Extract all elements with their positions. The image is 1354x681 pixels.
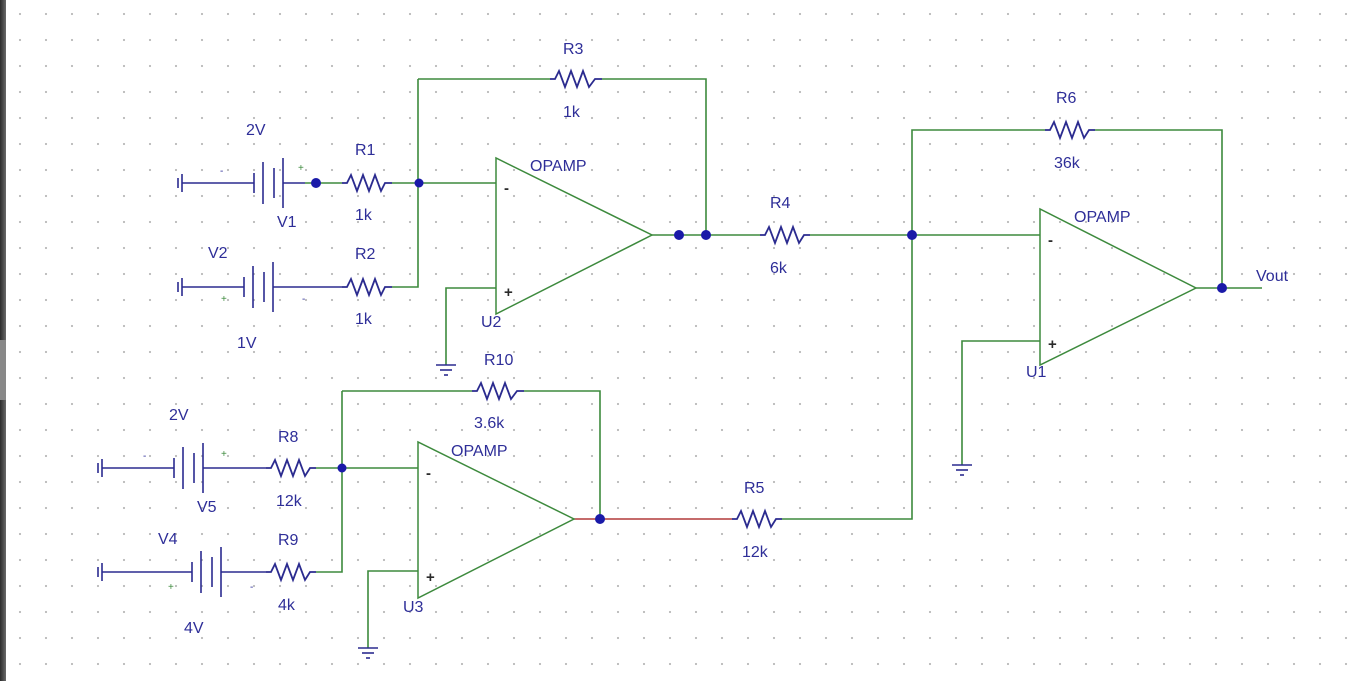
- opamp-u1-label: OPAMP: [1074, 209, 1131, 226]
- resistor-r4[interactable]: [760, 224, 810, 246]
- opamp-u3[interactable]: - + OPAMP U3: [403, 440, 576, 616]
- svg-text:-: -: [302, 294, 305, 305]
- svg-text:+: +: [298, 163, 304, 174]
- resistor-r5-value: 12k: [742, 544, 769, 561]
- resistor-r2-value: 1k: [355, 311, 373, 328]
- opamp-u1-plus-pin: +: [1048, 336, 1057, 353]
- source-v2-value: 1V: [237, 335, 257, 352]
- junction-u3-minus-node: [337, 463, 347, 473]
- output-label: Vout: [1256, 268, 1289, 285]
- wire-r6-feedback-right: [1095, 129, 1223, 288]
- ground-u3: [358, 647, 378, 659]
- wires: [305, 78, 1262, 648]
- junction-u1-minus-node: [907, 230, 917, 240]
- resistor-r10[interactable]: [472, 380, 524, 402]
- ground-u1: [952, 464, 972, 476]
- opamp-u1-ref: U1: [1026, 364, 1047, 381]
- svg-text:-: -: [220, 166, 223, 177]
- svg-text:-: -: [250, 582, 253, 593]
- resistor-r6[interactable]: [1045, 119, 1095, 141]
- opamp-u2[interactable]: - + OPAMP U2: [481, 156, 654, 331]
- wire-r3-feedback-right: [602, 78, 707, 235]
- opamp-u3-label: OPAMP: [451, 443, 508, 460]
- resistor-r4-ref: R4: [770, 195, 791, 212]
- svg-text:+: +: [221, 294, 227, 305]
- resistor-r1-ref: R1: [355, 142, 376, 159]
- wire-u1-plus-ground: [961, 340, 1040, 465]
- resistor-r5[interactable]: [732, 508, 782, 530]
- resistor-r10-ref: R10: [484, 352, 513, 369]
- junction-u2-minus-node: [414, 178, 424, 188]
- resistor-r10-value: 3.6k: [474, 415, 505, 432]
- source-v4-value: 4V: [184, 620, 204, 637]
- junction-v1-out: [311, 178, 321, 188]
- source-v4-ref: V4: [158, 531, 178, 548]
- source-v1-value: 2V: [246, 122, 266, 139]
- resistor-r4-value: 6k: [770, 260, 788, 277]
- source-v5-ref: V5: [197, 499, 217, 516]
- window-left-edge: [0, 0, 6, 681]
- resistor-r2[interactable]: [342, 276, 392, 298]
- resistor-r3[interactable]: [550, 68, 602, 90]
- source-v5-value: 2V: [169, 407, 189, 424]
- opamp-u2-label: OPAMP: [530, 158, 587, 175]
- wire-r5-node: [782, 235, 913, 520]
- opamp-u1[interactable]: - + OPAMP U1: [1026, 207, 1198, 381]
- svg-text:+: +: [221, 449, 227, 460]
- source-v4[interactable]: + -: [97, 547, 266, 597]
- source-v5[interactable]: - +: [97, 443, 266, 493]
- svg-text:-: -: [143, 451, 146, 462]
- resistor-r8-ref: R8: [278, 429, 299, 446]
- svg-text:+: +: [168, 582, 174, 593]
- opamp-u3-plus-pin: +: [426, 569, 435, 586]
- opamp-u2-minus-pin: -: [504, 180, 509, 197]
- resistor-r9[interactable]: [266, 561, 316, 583]
- opamp-u3-ref: U3: [403, 599, 424, 616]
- opamp-u1-minus-pin: -: [1048, 232, 1053, 249]
- resistor-r5-ref: R5: [744, 480, 765, 497]
- junction-u3-out: [595, 514, 605, 524]
- source-v1[interactable]: - +: [177, 158, 305, 208]
- resistor-r2-ref: R2: [355, 246, 376, 263]
- wire-r10-feedback-right: [524, 390, 601, 519]
- wire-r6-feedback-left: [911, 129, 1045, 235]
- resistor-r1[interactable]: [342, 172, 392, 194]
- source-v1-ref: V1: [277, 214, 297, 231]
- junction-u2-out-b: [701, 230, 711, 240]
- resistor-r8[interactable]: [266, 457, 316, 479]
- wire-u3-plus-ground: [367, 570, 418, 648]
- ground-u2: [436, 364, 456, 376]
- resistor-r3-ref: R3: [563, 41, 584, 58]
- opamp-u2-ref: U2: [481, 314, 502, 331]
- wire-u2-plus-ground: [445, 287, 496, 365]
- resistor-r6-ref: R6: [1056, 90, 1077, 107]
- wire-r2-node: [392, 79, 419, 288]
- source-v2[interactable]: + -: [177, 262, 342, 312]
- junction-u1-out: [1217, 283, 1227, 293]
- source-v2-ref: V2: [208, 245, 228, 262]
- opamp-u2-plus-pin: +: [504, 284, 513, 301]
- resistor-r8-value: 12k: [276, 493, 303, 510]
- junctions: [311, 178, 1227, 524]
- wire-r9-node: [316, 391, 343, 573]
- resistor-r9-ref: R9: [278, 532, 299, 549]
- resistor-r6-value: 36k: [1054, 155, 1081, 172]
- resistor-r3-value: 1k: [563, 104, 581, 121]
- resistor-r9-value: 4k: [278, 597, 296, 614]
- resistor-r1-value: 1k: [355, 207, 373, 224]
- opamp-u3-minus-pin: -: [426, 465, 431, 482]
- junction-u2-out-a: [674, 230, 684, 240]
